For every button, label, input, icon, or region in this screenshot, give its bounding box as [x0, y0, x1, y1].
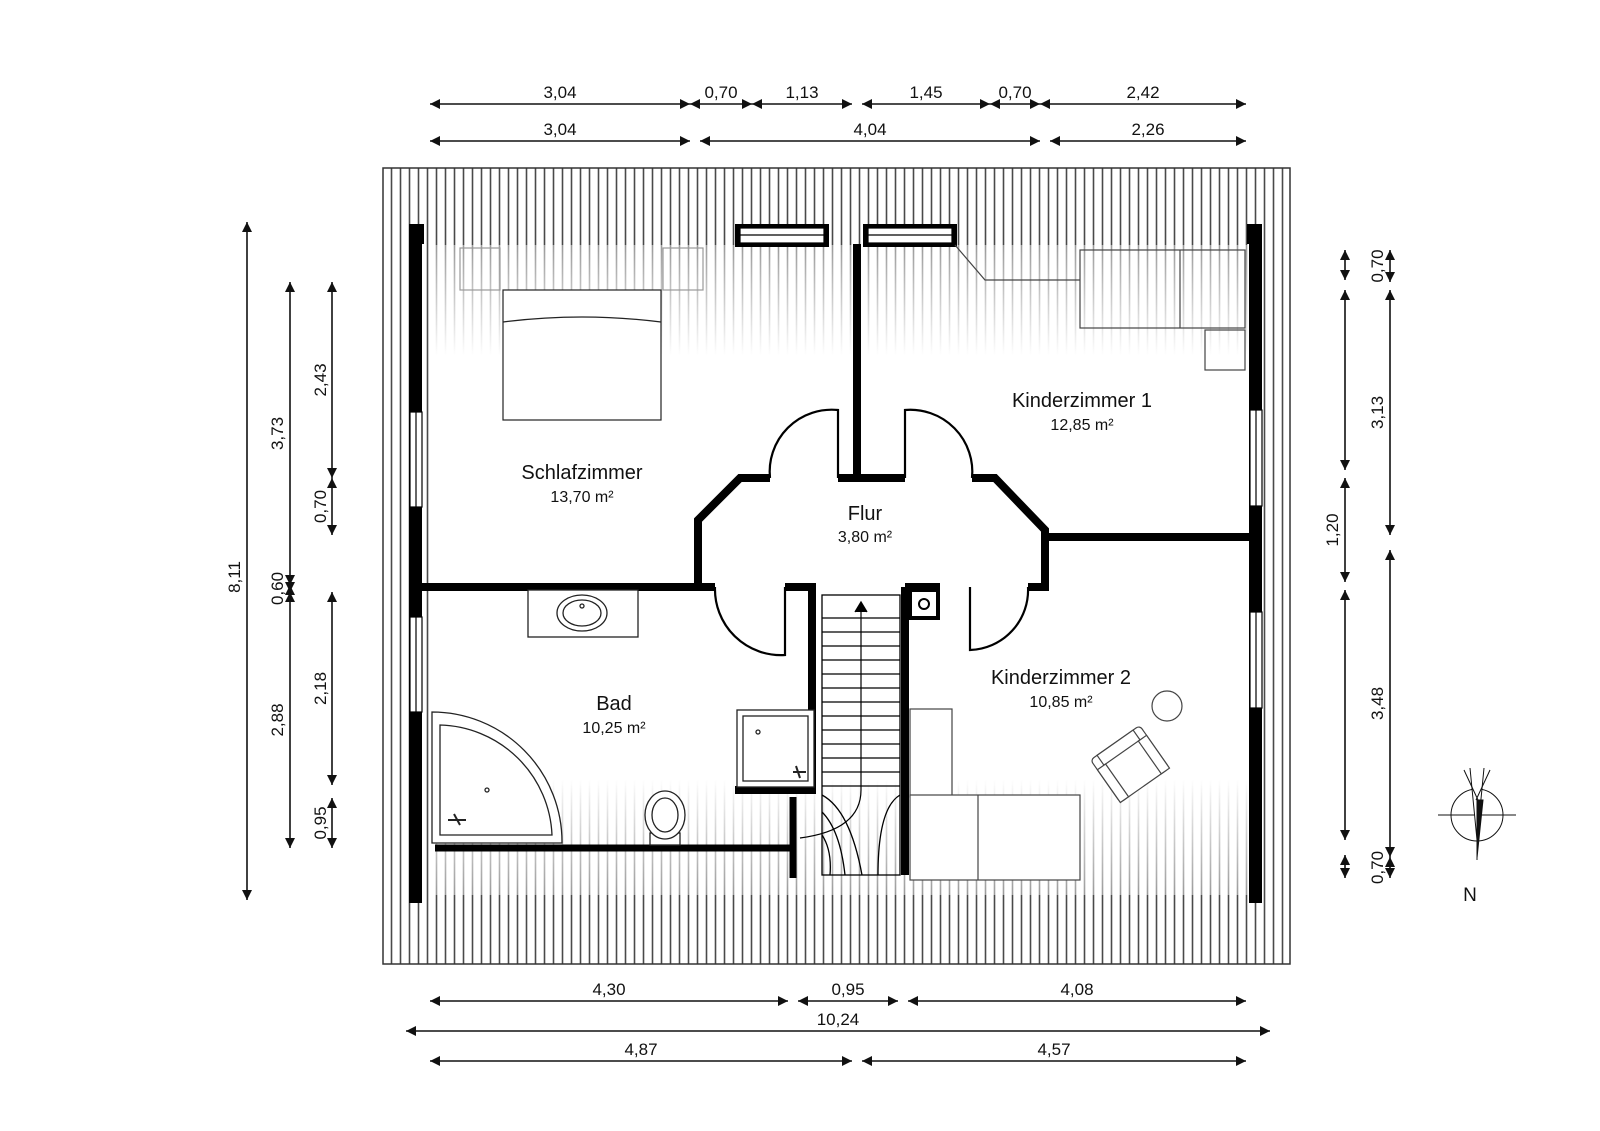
dimension-label: 3,13	[1368, 396, 1387, 429]
dimension-label: 4,30	[592, 980, 625, 999]
dimension-label: 3,04	[543, 120, 576, 139]
room-name-kinderzimmer2: Kinderzimmer 2	[991, 667, 1131, 689]
dimension-label: 4,87	[624, 1040, 657, 1059]
interior-walls	[422, 244, 1250, 878]
door-schlafzimmer	[768, 408, 840, 479]
dimension-label: 8,11	[225, 561, 244, 593]
dimension-label: 2,88	[268, 703, 287, 736]
kinderzimmer2-furniture	[909, 690, 1183, 881]
door-kinderzimmer2	[968, 586, 1030, 652]
dimension-label: 4,57	[1037, 1040, 1070, 1059]
room-labels: Schlafzimmer 13,70 m² Kinderzimmer 1 12,…	[521, 390, 1152, 737]
dimension-label: 3,04	[543, 83, 576, 102]
bed-schlafzimmer	[459, 247, 704, 421]
dimension-label: 1,20	[1323, 513, 1342, 546]
dimension-label: 2,43	[311, 363, 330, 396]
dimension-label: 2,42	[1126, 83, 1159, 102]
door-kinderzimmer1	[903, 408, 974, 479]
dimension-label: 0,95	[311, 806, 330, 839]
dimension-label: 1,13	[785, 83, 818, 102]
dimension-label: 2,18	[311, 672, 330, 705]
dimension-lines: 3,04 0,70 1,13 1,45 0,70 2,42 3,04 4,04 2,26 4,30…	[225, 83, 1395, 1066]
bed-kinderzimmer1	[954, 244, 1246, 371]
corner-bathtub	[431, 711, 563, 844]
room-area-kinderzimmer2: 10,85 m²	[1029, 694, 1093, 711]
dimension-label: 4,04	[853, 120, 886, 139]
dimension-label: 2,26	[1131, 120, 1164, 139]
dimension-label: 0,70	[1368, 851, 1387, 884]
dimension-label: 0,60	[268, 572, 287, 605]
room-area-flur: 3,80 m²	[838, 529, 893, 546]
wall-east	[1249, 224, 1262, 903]
side-table	[1151, 690, 1183, 722]
staircase	[799, 594, 901, 876]
dimension-label: 0,70	[998, 83, 1031, 102]
room-name-flur: Flur	[848, 503, 883, 525]
dimension-label: 1,45	[909, 83, 942, 102]
dimension-label: 0,95	[831, 980, 864, 999]
wall-west	[409, 224, 422, 903]
dimension-label: 10,24	[817, 1010, 860, 1029]
doors	[713, 408, 1030, 657]
dimension-label: 4,08	[1060, 980, 1093, 999]
room-area-kinderzimmer1: 12,85 m²	[1050, 417, 1114, 434]
bathroom-fixtures	[431, 589, 815, 846]
dimension-label: 3,48	[1368, 687, 1387, 720]
windows	[409, 227, 1263, 713]
armchair	[1091, 726, 1171, 804]
bed-kinderzimmer2	[909, 794, 1081, 881]
room-name-bad: Bad	[596, 693, 632, 715]
room-area-schlafzimmer: 13,70 m²	[550, 489, 614, 506]
compass-north-label: N	[1463, 885, 1477, 906]
door-bad	[713, 586, 787, 657]
compass-rose: N	[1438, 767, 1516, 906]
desk	[909, 708, 953, 798]
room-area-bad: 10,25 m²	[582, 720, 646, 737]
dimension-label: 0,70	[704, 83, 737, 102]
room-name-kinderzimmer1: Kinderzimmer 1	[1012, 390, 1152, 412]
dimension-label: 3,73	[268, 417, 287, 450]
dimension-label: 0,70	[1368, 249, 1387, 282]
chimney	[908, 588, 940, 620]
dimension-label: 0,70	[311, 490, 330, 523]
room-name-schlafzimmer: Schlafzimmer	[521, 462, 642, 484]
